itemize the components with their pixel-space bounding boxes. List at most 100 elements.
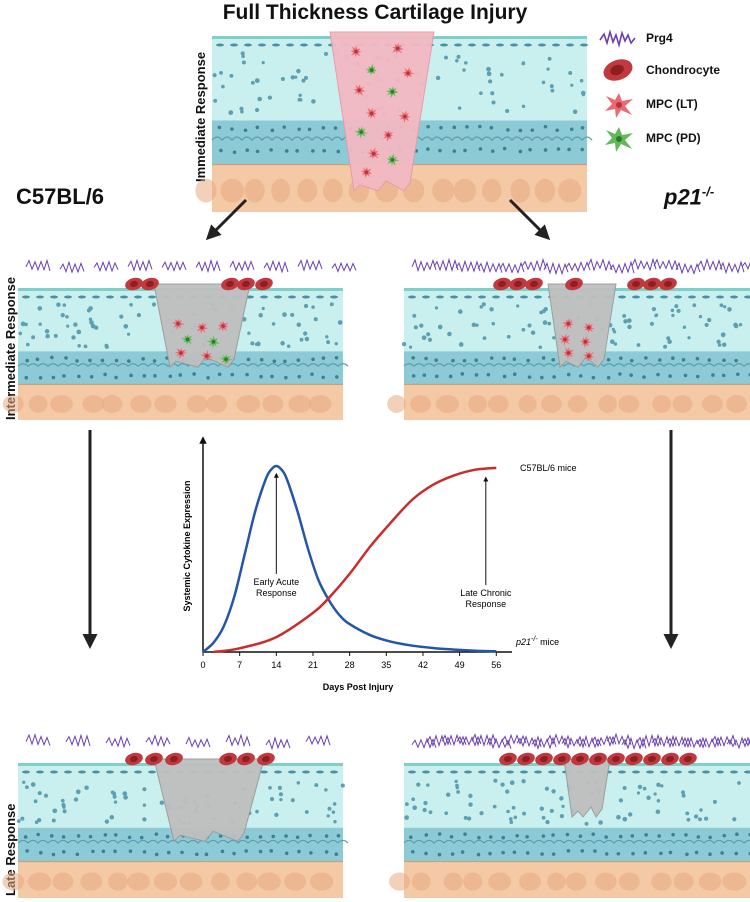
resident-cell	[541, 80, 546, 85]
prg4-molecule	[653, 258, 679, 271]
resident-cell	[506, 334, 511, 339]
resident-cell	[559, 796, 564, 801]
resident-cell	[250, 341, 255, 346]
resident-cell	[680, 790, 686, 795]
prg4-molecule	[65, 733, 91, 748]
resident-cell	[687, 336, 691, 340]
mpc-lt-cell	[382, 130, 394, 142]
series-label-p21-tail: mice	[538, 637, 560, 647]
marrow-space	[28, 395, 48, 413]
marrow-space	[595, 872, 617, 891]
resident-cell	[598, 820, 603, 825]
resident-cell	[541, 309, 546, 314]
arrow-to-p21	[508, 198, 551, 241]
resident-cell	[622, 786, 627, 790]
resident-cell	[325, 335, 329, 339]
x-tick-label: 56	[491, 660, 501, 670]
marrow-space	[488, 872, 512, 891]
resident-cell	[500, 782, 505, 787]
resident-cell	[261, 306, 265, 311]
prg4-molecule	[471, 733, 497, 747]
resident-cell	[219, 71, 223, 75]
resident-cell	[544, 786, 550, 791]
resident-cell	[667, 339, 672, 345]
resident-cell	[257, 96, 262, 102]
resident-cell	[511, 805, 516, 810]
resident-cell	[404, 815, 409, 820]
resident-cell	[458, 342, 464, 347]
resident-cell	[52, 808, 58, 814]
resident-cell	[541, 815, 546, 820]
resident-cell	[20, 816, 25, 821]
resident-cell	[521, 779, 526, 784]
resident-cell	[479, 811, 484, 816]
prg4-molecule	[501, 733, 527, 747]
resident-cell	[290, 312, 295, 317]
resident-cell	[76, 329, 82, 335]
resident-cell	[699, 808, 703, 812]
resident-cell	[458, 309, 463, 314]
chondrocyte-cell	[643, 752, 661, 766]
marrow-space	[195, 178, 217, 203]
prg4-molecule	[587, 257, 613, 272]
resident-cell	[109, 815, 115, 820]
chondrocyte-cell	[221, 277, 239, 291]
chondrocyte-cell	[257, 752, 275, 766]
marrow-space	[220, 178, 245, 203]
chondrocyte-cell	[237, 752, 255, 766]
prg4-molecule	[145, 734, 171, 748]
marrow-space	[518, 395, 537, 413]
marrow-space	[567, 395, 588, 413]
chondrocyte-cell	[627, 277, 645, 291]
marrow-space	[153, 872, 178, 891]
resident-cell	[290, 798, 295, 803]
resident-cell	[123, 323, 129, 329]
resident-cell	[301, 78, 306, 83]
marrow-space	[468, 395, 488, 413]
resident-cell	[656, 782, 661, 787]
prg4-molecule	[543, 261, 569, 276]
resident-cell	[60, 798, 65, 803]
resident-cell	[26, 342, 30, 347]
marrow-space	[387, 395, 406, 413]
resident-cell	[18, 331, 23, 336]
marrow-space	[82, 395, 105, 413]
series-line-p21	[202, 464, 497, 653]
resident-cell	[693, 814, 699, 819]
resident-cell	[434, 306, 439, 310]
resident-cell	[37, 791, 42, 796]
prg4-molecule	[59, 260, 85, 274]
prg4-molecule	[477, 260, 503, 274]
resident-cell	[521, 327, 526, 332]
resident-cell	[112, 794, 117, 799]
resident-cell	[493, 778, 498, 783]
x-tick-label: 35	[381, 660, 391, 670]
resident-cell	[509, 820, 514, 825]
marrow-space	[410, 395, 431, 413]
marrow-space	[534, 178, 556, 203]
marrow-space	[389, 872, 411, 891]
resident-cell	[721, 342, 727, 347]
resident-cell	[551, 789, 556, 794]
resident-cell	[294, 75, 298, 79]
resident-cell	[123, 795, 128, 800]
resident-cell	[73, 797, 79, 802]
prg4-molecule	[516, 735, 542, 748]
resident-cell	[129, 302, 133, 307]
resident-cell	[213, 98, 218, 103]
chondrocyte-cell	[145, 752, 163, 766]
resident-cell	[104, 819, 110, 824]
resident-cell	[435, 75, 441, 81]
prg4-molecule	[521, 257, 547, 272]
resident-cell	[649, 321, 654, 326]
resident-cell	[626, 318, 632, 323]
prg4-icon	[599, 29, 636, 49]
resident-cell	[444, 811, 449, 816]
series-label-c57: C57BL/6 mice	[520, 463, 577, 473]
resident-cell	[37, 306, 43, 311]
resident-cell	[716, 339, 721, 344]
resident-cell	[53, 333, 58, 338]
annotation-late-line2: Response	[466, 599, 507, 609]
mpc-lt-cell	[353, 84, 366, 96]
series-label-p21: p21-/- mice	[515, 636, 559, 647]
